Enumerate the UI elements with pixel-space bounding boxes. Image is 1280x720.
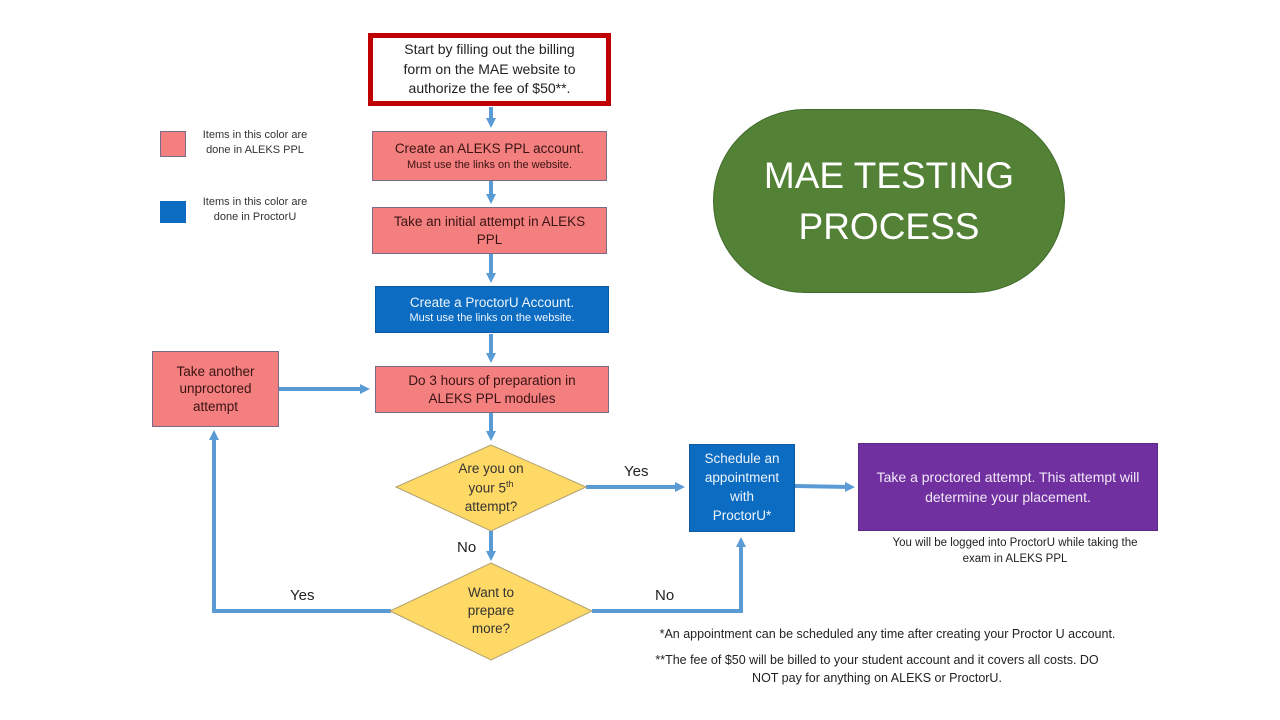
step-another-attempt: Take another unproctored attempt (152, 351, 279, 427)
footnote-fee: **The fee of $50 will be billed to your … (612, 651, 1142, 687)
step-aleks-account-main: Create an ALEKS PPL account. (394, 141, 585, 157)
step-prep-line2: ALEKS PPL modules (428, 390, 556, 406)
legend-aleks-line1: Items in this color are (202, 129, 308, 141)
step-proctoru-account-sub: Must use the links on the website. (409, 312, 575, 325)
step-billing-line3: authorize the fee of $50**. (408, 80, 571, 97)
decision-fifth-line2: your 5th (468, 478, 513, 498)
step-billing-line1: Start by filling out the billing (404, 41, 575, 58)
step-preparation: Do 3 hours of preparation in ALEKS PPL m… (375, 366, 609, 413)
step-proctored-attempt: Take a proctored attempt. This attempt w… (858, 443, 1158, 531)
legend-swatch-aleks (160, 131, 186, 157)
step-create-aleks-account: Create an ALEKS PPL account. Must use th… (372, 131, 607, 181)
step-another-line2: unproctored (179, 381, 252, 397)
decision-fifth-superscript: th (506, 479, 514, 490)
step-schedule-line1: Schedule an (704, 451, 780, 467)
legend-swatch-proctoru (160, 201, 186, 223)
step-aleks-account-sub: Must use the links on the website. (406, 158, 573, 171)
step-another-line3: attempt (192, 398, 239, 414)
step-schedule-line4: ProctorU* (712, 507, 772, 523)
decision-prepare-more-shape (388, 562, 594, 661)
label-fifth-no: No (457, 539, 477, 556)
legend-aleks-line2: done in ALEKS PPL (206, 144, 304, 157)
arrow-prepare-no (592, 537, 746, 613)
decision-prepare-line1: Want to (467, 584, 515, 600)
decision-fifth-line2-text: your 5 (468, 480, 506, 496)
decision-prepare-line3: more? (471, 621, 511, 637)
label-prepare-no: No (655, 587, 675, 604)
legend-proctoru-line2: done in ProctorU (213, 211, 297, 224)
footnote-fee-line2: NOT pay for anything on ALEKS or Proctor… (752, 671, 1002, 686)
step-schedule-appointment: Schedule an appointment with ProctorU* (689, 444, 795, 532)
step-initial-attempt: Take an initial attempt in ALEKS PPL (372, 207, 607, 254)
step-another-line1: Take another (176, 363, 255, 379)
decision-fifth-line1: Are you on (458, 460, 524, 476)
step-billing-form: Start by filling out the billing form on… (368, 33, 611, 106)
step-proctoru-account-main: Create a ProctorU Account. (409, 294, 575, 310)
step-proctored-line2: determine your placement. (925, 489, 1091, 505)
decision-prepare-line2: prepare (467, 602, 515, 618)
arrow-schedule-to-proctored (794, 481, 855, 492)
decision-fifth-attempt: Are you on your 5th attempt? (431, 458, 551, 518)
step-billing-line2: form on the MAE website to (403, 60, 576, 77)
label-fifth-yes: Yes (624, 463, 649, 480)
title-badge: MAE TESTING PROCESS (713, 109, 1065, 293)
step-proctored-line1: Take a proctored attempt. This attempt w… (876, 468, 1140, 485)
legend-proctoru-line1: Items in this color are (202, 196, 308, 208)
footnote-fee-line1: **The fee of $50 will be billed to your … (655, 653, 1099, 667)
step-create-proctoru-account: Create a ProctorU Account. Must use the … (375, 286, 609, 333)
label-prepare-yes: Yes (290, 587, 315, 604)
arrow-prepare-yes (209, 430, 391, 613)
step-schedule-line3: with (729, 489, 754, 504)
step-schedule-line2: appointment (704, 470, 780, 486)
title-line1: MAE TESTING (763, 154, 1015, 196)
legend-label-proctoru: Items in this color are done in ProctorU (190, 195, 320, 226)
proctored-note-line2: exam in ALEKS PPL (962, 553, 1068, 566)
footnote-appointment: *An appointment can be scheduled any tim… (659, 627, 1116, 641)
title-line2: PROCESS (798, 206, 980, 247)
proctored-note-line1: You will be logged into ProctorU while t… (892, 537, 1138, 549)
decision-prepare-more: Want to prepare more? (441, 582, 541, 640)
decision-fifth-line3: attempt? (464, 498, 518, 514)
step-initial-line1: Take an initial attempt in ALEKS (393, 213, 586, 229)
proctored-note: You will be logged into ProctorU while t… (858, 535, 1172, 567)
step-initial-line2: PPL (476, 231, 503, 247)
legend-label-aleks: Items in this color are done in ALEKS PP… (190, 128, 320, 159)
step-prep-line1: Do 3 hours of preparation in (408, 372, 576, 388)
decision-fifth-attempt-shape (394, 444, 588, 532)
